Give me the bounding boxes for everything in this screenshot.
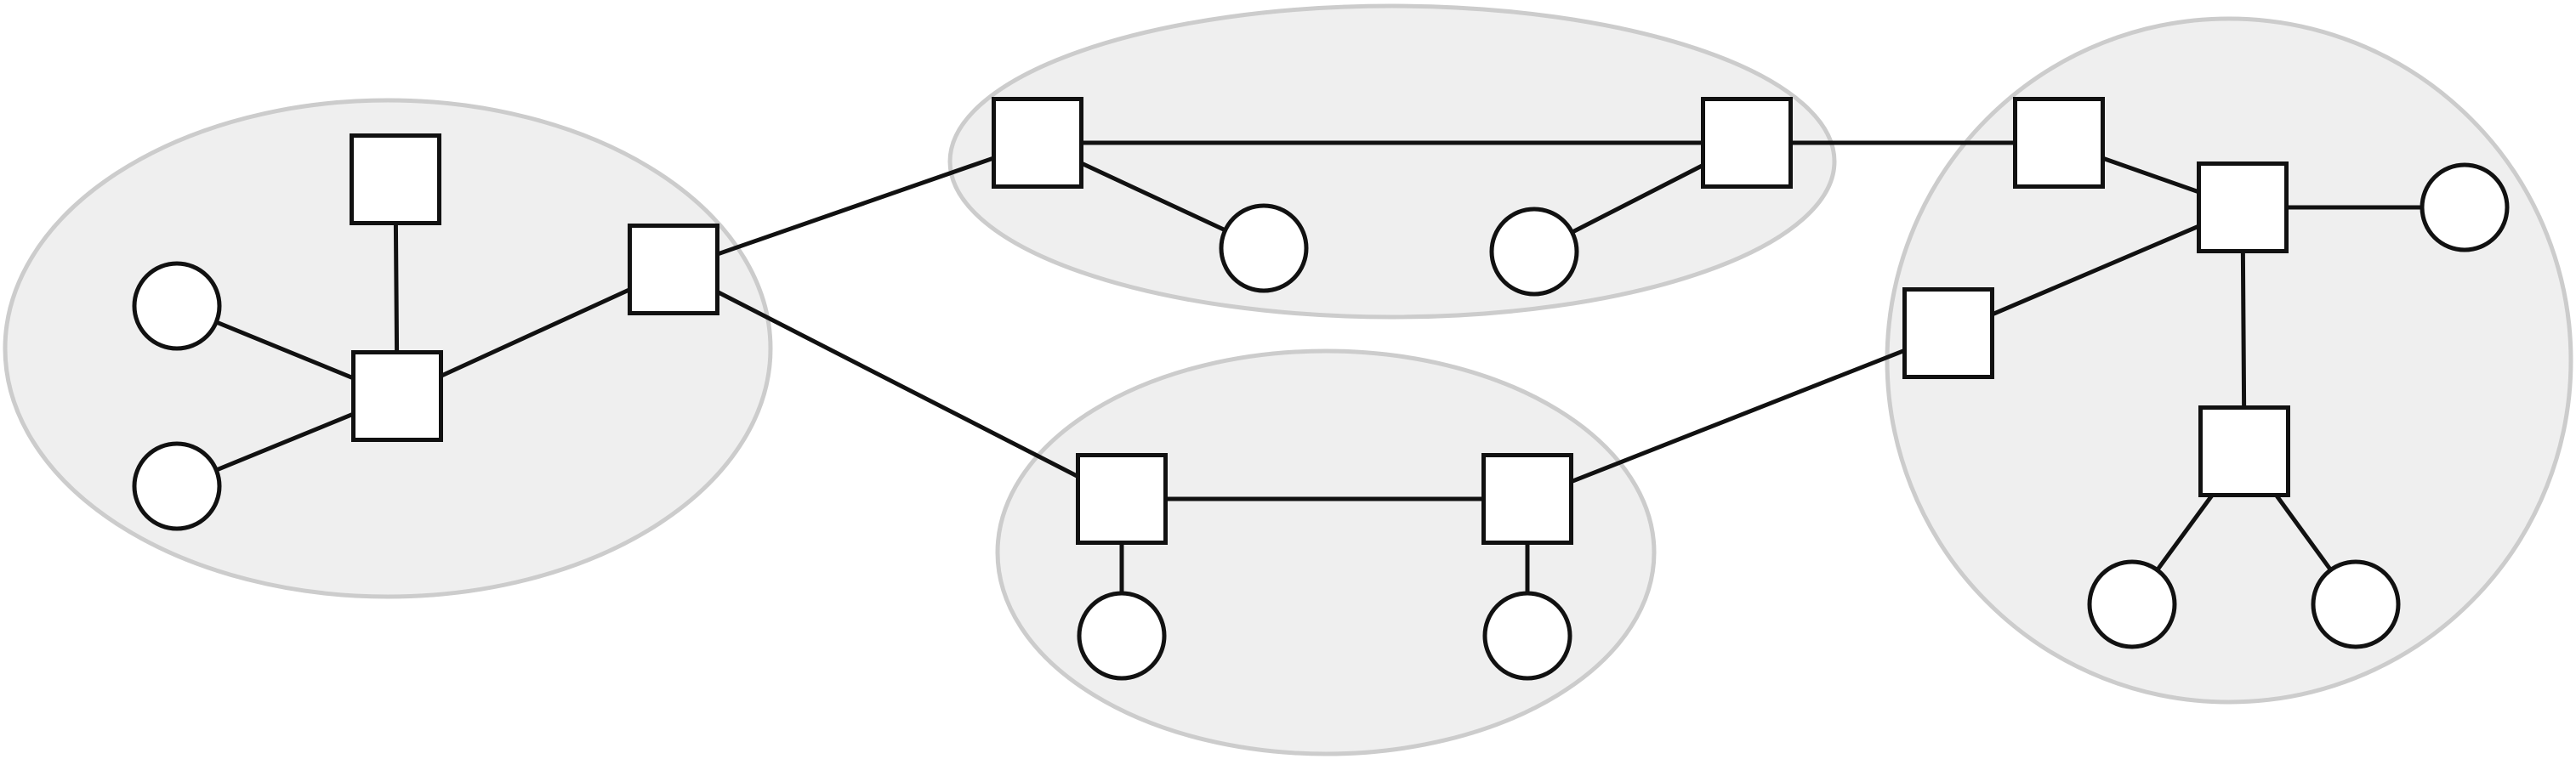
switch-node-s10 bbox=[2197, 161, 2289, 253]
switch-node-s6 bbox=[1076, 453, 1168, 545]
edge-h2-s2 bbox=[213, 411, 355, 473]
switch-node-s2 bbox=[351, 350, 443, 442]
top-middle-cluster bbox=[947, 3, 1837, 320]
host-node-h3 bbox=[1219, 203, 1309, 293]
host-node-h7 bbox=[2420, 162, 2510, 252]
edge-s9-s10 bbox=[1990, 224, 2201, 317]
edge-s4-h3 bbox=[1079, 161, 1228, 233]
edge-s3-s6 bbox=[715, 289, 1080, 479]
node-layer bbox=[132, 97, 2510, 681]
host-node-h1 bbox=[132, 261, 222, 351]
host-node-h8 bbox=[2087, 559, 2177, 649]
host-node-h5 bbox=[1077, 591, 1167, 681]
edge-s2-s3 bbox=[439, 287, 632, 378]
bottom-middle-cluster bbox=[995, 348, 1657, 756]
host-node-h9 bbox=[2311, 559, 2401, 649]
edge-s11-h8 bbox=[2155, 493, 2215, 573]
host-node-h4 bbox=[1489, 207, 1579, 297]
host-node-h6 bbox=[1482, 591, 1572, 681]
switch-node-s9 bbox=[1902, 287, 1994, 379]
right-cluster bbox=[1885, 16, 2573, 705]
switch-node-s8 bbox=[2013, 97, 2105, 189]
switch-node-s11 bbox=[2198, 405, 2290, 497]
edge-s8-s10 bbox=[2101, 156, 2201, 195]
switch-node-s1 bbox=[350, 133, 441, 225]
edge-s1-s2 bbox=[393, 221, 400, 354]
switch-node-s3 bbox=[628, 224, 719, 315]
switch-node-s5 bbox=[1701, 97, 1793, 189]
edge-h1-s2 bbox=[213, 320, 355, 381]
edge-s3-s4 bbox=[715, 156, 996, 257]
edge-s5-h4 bbox=[1570, 162, 1705, 235]
host-node-h2 bbox=[132, 441, 222, 531]
edge-layer bbox=[213, 140, 2425, 596]
switch-node-s7 bbox=[1481, 453, 1573, 545]
switch-node-s4 bbox=[992, 97, 1083, 189]
edge-s11-h9 bbox=[2273, 493, 2334, 573]
edge-s7-s9 bbox=[1569, 348, 1907, 484]
